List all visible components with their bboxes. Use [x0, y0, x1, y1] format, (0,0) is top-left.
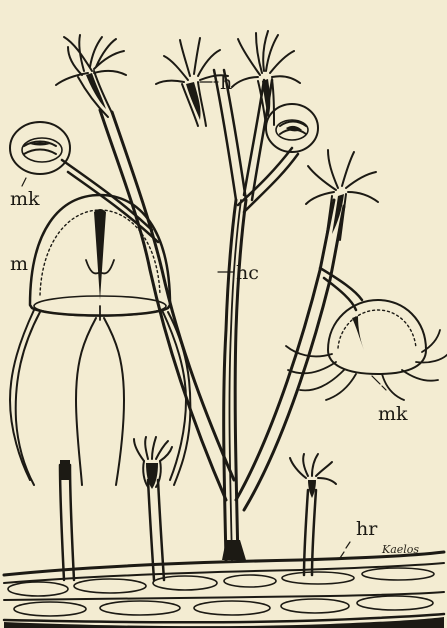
label-h: h — [220, 72, 232, 94]
label-hc: hc — [236, 262, 259, 284]
free-medusa — [10, 195, 190, 485]
label-mk-left: mk — [10, 188, 40, 210]
label-mk-right: mk — [378, 403, 408, 425]
medusa-bud-left — [10, 122, 70, 174]
medusa-bud-right — [266, 104, 318, 152]
hydranth-small-left — [134, 437, 172, 489]
hydrorhiza-stolon — [4, 552, 444, 628]
label-m: m — [10, 253, 28, 275]
hydranth-small-right — [290, 454, 336, 498]
hydranth-top-left — [56, 35, 126, 117]
hydranth-right-middle — [306, 150, 378, 240]
artist-signature: Kaelos — [381, 543, 419, 556]
label-hr: hr — [356, 518, 378, 540]
